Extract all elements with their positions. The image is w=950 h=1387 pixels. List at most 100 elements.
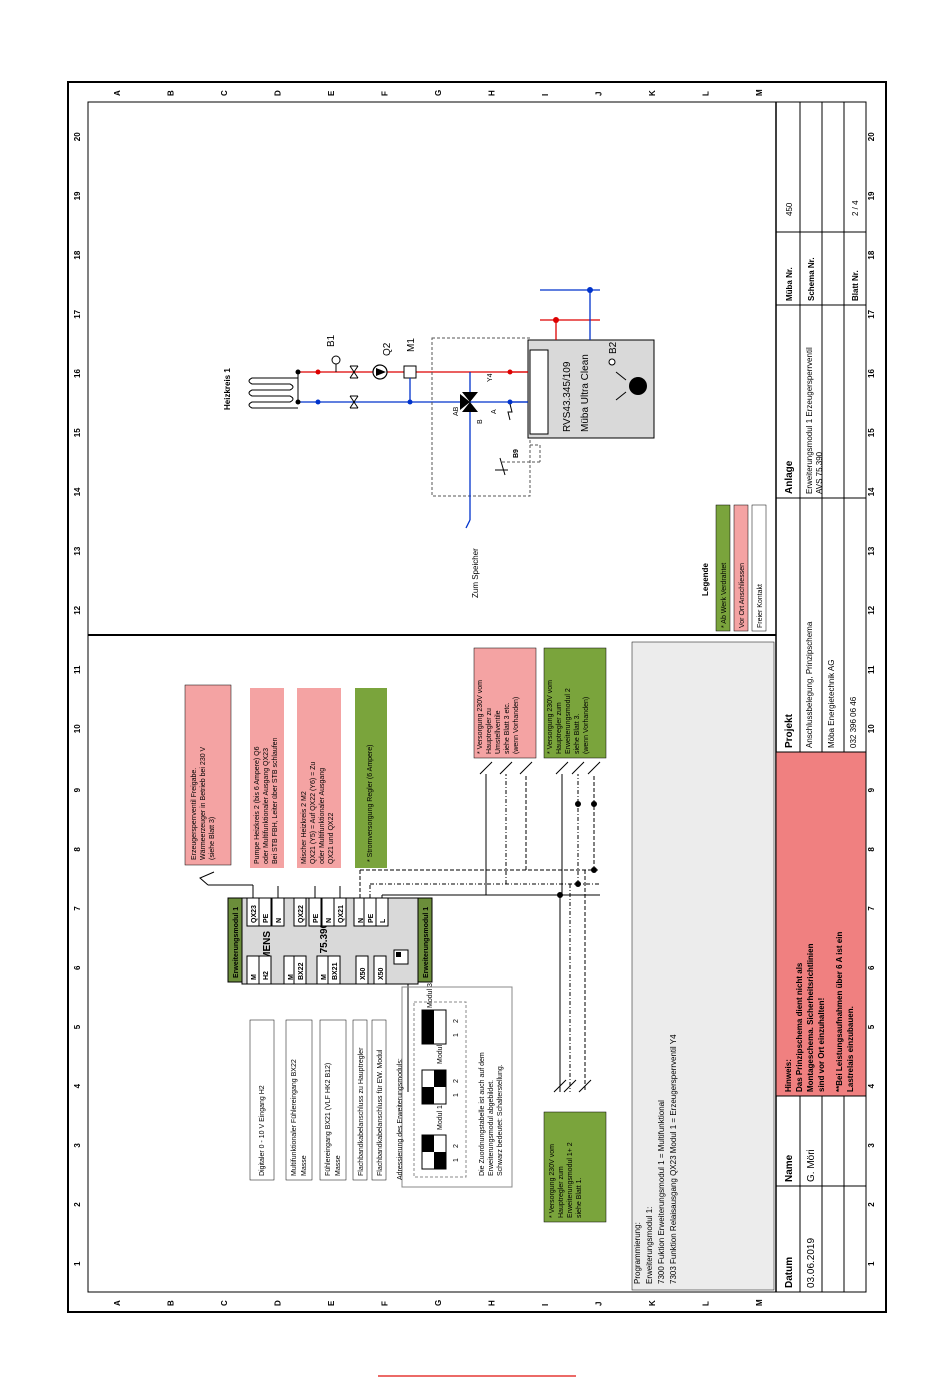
terminal-label: X50 (360, 967, 367, 980)
valve-y4-icon (460, 392, 478, 412)
grid-number: 17 (867, 309, 876, 318)
hinweis-title: Hinweis: (784, 1059, 793, 1092)
module-address-tables: Modul 1 Modul 2 Modul 3 1 2 1 2 1 2 (413, 983, 467, 1178)
legend-swatch-white (751, 504, 767, 632)
grid-number: 3 (73, 1143, 82, 1148)
note-text: Mischer Heizkreis 2 M2 (301, 791, 308, 864)
grid-number: 14 (73, 487, 82, 496)
note-flach2 (371, 1019, 387, 1181)
grid-number: 8 (867, 847, 876, 852)
terminal-label: N (276, 918, 283, 923)
grid-letter: E (327, 1300, 336, 1306)
grid-number: 13 (73, 546, 82, 555)
note-text: Erweiterungsmodul abgebildet. (488, 1080, 495, 1176)
programmierung-text: Erweiterungsmodul 1: (645, 1207, 654, 1284)
a-label: A (491, 409, 498, 414)
note-text: Schwarz bedeutet: Schalterstellung. (497, 1064, 504, 1176)
boiler-model: RVS43.345/109 (562, 361, 573, 432)
note-pumpe (250, 688, 284, 868)
grid-letter: L (702, 91, 711, 96)
hinweis-line: Das Prinzipschema dient nicht als (795, 962, 804, 1092)
b-label: B (477, 419, 484, 424)
note-text: Masse (335, 1155, 342, 1176)
module-header-top-text: Erweiterungsmodul 1 (233, 907, 240, 978)
note-strom (355, 688, 387, 868)
note-text: (wenn Vorhanden) (513, 697, 520, 754)
hinweis-line: **Bei Leistungsaufnahmen über 6 A ist ei… (835, 932, 844, 1092)
b1-label: B1 (326, 334, 337, 347)
grid-number: 10 (867, 724, 876, 733)
ab-label: AB (453, 406, 460, 416)
grid-letter: H (488, 90, 497, 96)
note-text: (wenn Vorhanden) (583, 697, 590, 754)
grid-number: 16 (73, 369, 82, 378)
note-text: QX21 (Y5) = Auf QX22 (Y6) = Zu (310, 762, 317, 864)
terminal-label: QX22 (298, 905, 305, 923)
terminal-label: M (321, 974, 328, 980)
valve-icon (349, 365, 359, 379)
expansion-module: Erweiterungsmodul 1 Erweiterungsmodul 1 … (227, 897, 433, 985)
grid-number: 12 (867, 605, 876, 614)
note-text: Bei STB FBH, Leiter über STB schlaufen (272, 737, 279, 864)
terminal-box (373, 955, 387, 985)
grid-number: 11 (73, 665, 82, 674)
floor-heating-coil (248, 377, 298, 409)
grid-number: 11 (867, 665, 876, 674)
terminal-label: L (380, 918, 387, 923)
grid-number: 19 (867, 191, 876, 200)
grid-number: 9 (73, 787, 82, 792)
terminal-label: QX21 (338, 905, 345, 923)
terminal-label: PE (313, 913, 320, 923)
note-text: Hauptregler zum (558, 1166, 565, 1218)
grid-letter: D (274, 1300, 283, 1306)
grid-number: 15 (867, 428, 876, 437)
switch-number: 1 (453, 1093, 460, 1097)
legend-swatch-red (733, 504, 749, 632)
heizkreis-label: Heizkreis 1 (223, 368, 232, 410)
note-text: * Versorgung 230V vom (549, 1144, 556, 1218)
projekt-line: Anschlussbelegung, Prinzipschema (805, 621, 814, 748)
datum-value: 03.06.2019 (806, 1238, 817, 1288)
grid-number: 15 (73, 428, 82, 437)
legend-item: Vor Ort Anschliessen (739, 563, 746, 628)
grid-number: 4 (867, 1083, 876, 1088)
m1-label: M1 (406, 338, 417, 352)
legend-item: * Ab Werk Verdrahtet (721, 563, 728, 628)
boiler-name: Müba Ultra Clean (580, 354, 591, 432)
grid-letter: D (274, 90, 283, 96)
grid-letter: M (755, 1299, 764, 1306)
note-fuehler-bx21 (319, 1019, 347, 1181)
grid-number: 3 (867, 1143, 876, 1148)
grid-letter: C (220, 1300, 229, 1306)
grid-number: 9 (867, 787, 876, 792)
note-boxes: Erzeugersperrventil Freigabe. Wärmeerzeu… (184, 641, 775, 1291)
note-versorgung-green-left (543, 1111, 607, 1223)
grid-letter: C (220, 90, 229, 96)
grid-letter: A (113, 1300, 122, 1306)
note-text: Umstellventile (495, 710, 502, 754)
grid-letter: E (327, 90, 336, 96)
note-text: Flachbandkabelanschluss für EW. Modul (377, 1049, 384, 1176)
modul-2-label: Modul 2 (437, 1039, 444, 1064)
grid-number: 18 (867, 250, 876, 259)
anlage-line: Erweiterungsmodul 1 Erzeugersperrventil (805, 347, 814, 494)
note-text: siehe Blatt 3. (574, 713, 581, 754)
mixer-m1-icon (403, 365, 417, 379)
note-text: siehe Blatt 3 etc. (504, 702, 511, 754)
terminal-label: PE (263, 913, 270, 923)
note-text: Wärmeerzeuger in Betrieb bei 230 V (200, 746, 207, 860)
adressierung-label: Adressierung des Erweiterungsmoduls: (397, 1058, 404, 1180)
grid-number: 1 (73, 1261, 82, 1266)
sensor-b1-symbol (331, 355, 341, 365)
grid-number: 14 (867, 487, 876, 496)
grid-number: 20 (73, 132, 82, 141)
note-versorgung-green-top (543, 647, 607, 759)
mueba-nr-value: 450 (785, 202, 794, 216)
legend-swatch-green (715, 504, 731, 632)
valve-icon (349, 395, 359, 409)
note-text: Die Zuordnungstabelle ist auch auf dem (479, 1052, 486, 1176)
note-text: * Versorgung 230V vom (477, 680, 484, 754)
terminal-label: M (288, 974, 295, 980)
